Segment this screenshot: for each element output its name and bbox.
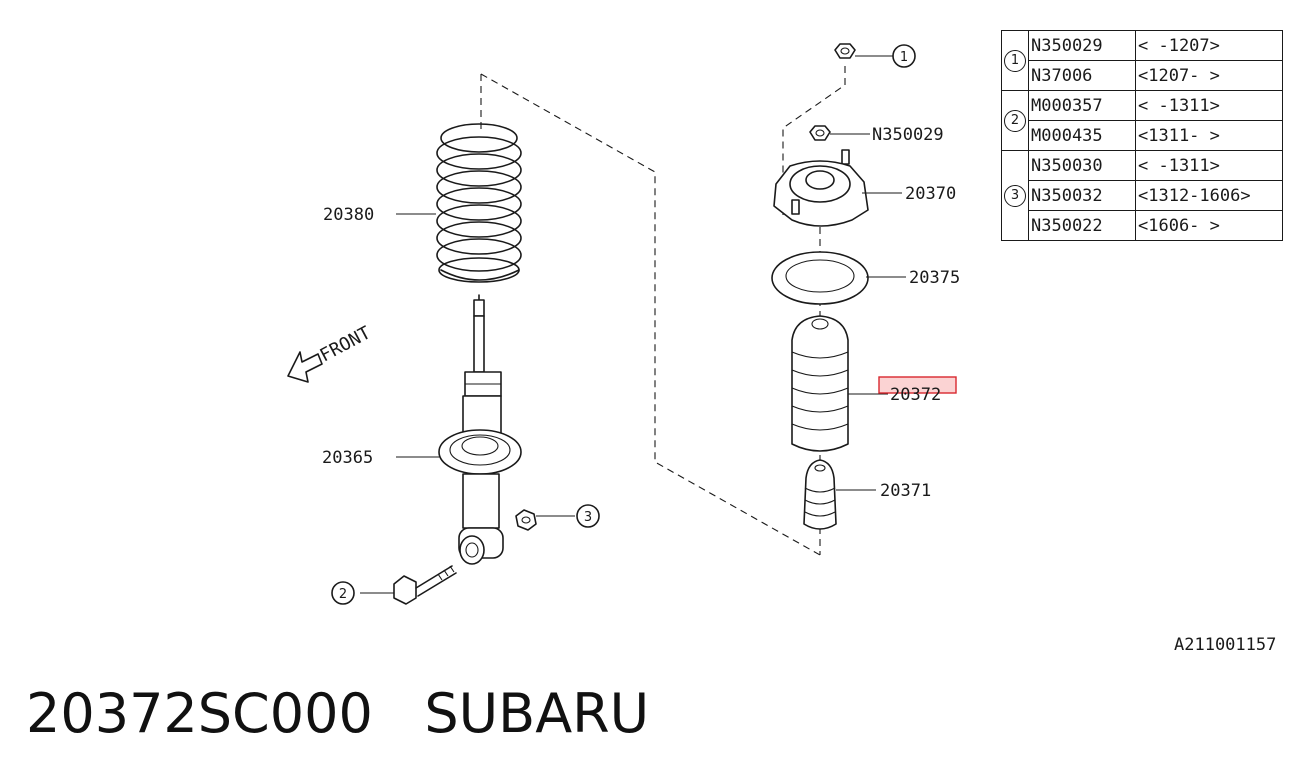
- caption-part-number: 20372SC000: [26, 682, 373, 745]
- date-range-cell: <1312-1606>: [1135, 180, 1283, 211]
- part-number-cell[interactable]: M000435: [1028, 120, 1136, 151]
- date-range-cell: < -1207>: [1135, 30, 1283, 61]
- date-range-cell: <1311- >: [1135, 120, 1283, 151]
- bump-stop[interactable]: [803, 459, 837, 530]
- label-20372[interactable]: 20372: [890, 385, 941, 405]
- strut-assembly[interactable]: [438, 294, 522, 565]
- ref-circle-2: 2: [1004, 110, 1026, 132]
- mount-nut[interactable]: [809, 125, 831, 141]
- callout-3-text: 3: [584, 510, 592, 525]
- part-number-cell[interactable]: N350032: [1028, 180, 1136, 211]
- caption-brand: SUBARU: [424, 682, 650, 745]
- ref-cell-3: 3: [1001, 150, 1029, 241]
- ref-circle-3: 3: [1004, 185, 1026, 207]
- top-nut[interactable]: [834, 43, 856, 59]
- date-range-cell: < -1311>: [1135, 150, 1283, 181]
- assembly-guide-lines: [480, 66, 846, 556]
- figure-code: A211001157: [1174, 635, 1277, 655]
- part-number-cell[interactable]: N350030: [1028, 150, 1136, 181]
- ref-circle-1: 1: [1004, 50, 1026, 72]
- strut-mount[interactable]: [773, 149, 869, 227]
- strut-nut[interactable]: [515, 509, 537, 531]
- ref-cell-2: 2: [1001, 90, 1029, 151]
- part-number-cell[interactable]: M000357: [1028, 90, 1136, 121]
- spring-seat[interactable]: [771, 251, 869, 305]
- table-row: N350022 <1606- >: [1002, 210, 1283, 241]
- date-range-cell: <1606- >: [1135, 210, 1283, 241]
- table-row: N37006 <1207- >: [1002, 60, 1283, 91]
- strut-bolt[interactable]: [393, 565, 457, 605]
- label-20380[interactable]: 20380: [323, 205, 374, 225]
- reference-table: 1 N350029 < -1207> N37006 <1207- > 2 M00…: [1001, 30, 1283, 241]
- callout-2-text: 2: [339, 587, 347, 602]
- table-row: 3 N350030 < -1311>: [1001, 150, 1283, 241]
- date-range-cell: < -1311>: [1135, 90, 1283, 121]
- front-arrow: FRONT: [287, 322, 374, 383]
- label-20375[interactable]: 20375: [909, 268, 960, 288]
- highlight-box: [878, 376, 957, 394]
- callout-1-text: 1: [900, 50, 908, 65]
- callout-1[interactable]: 1: [892, 44, 916, 68]
- table-row: M000435 <1311- >: [1002, 120, 1283, 151]
- part-number-cell[interactable]: N350029: [1028, 30, 1136, 61]
- part-number-cell[interactable]: N37006: [1028, 60, 1136, 91]
- ref-cell-1: 1: [1001, 30, 1029, 91]
- callout-2[interactable]: 2: [331, 581, 355, 605]
- table-row: N350032 <1312-1606>: [1002, 180, 1283, 211]
- callout-3[interactable]: 3: [576, 504, 600, 528]
- caption: 20372SC000 SUBARU: [26, 682, 649, 745]
- front-label: FRONT: [316, 322, 374, 366]
- date-range-cell: <1207- >: [1135, 60, 1283, 91]
- leader-lines: [360, 55, 906, 594]
- label-20371[interactable]: 20371: [880, 481, 931, 501]
- label-20370[interactable]: 20370: [905, 184, 956, 204]
- label-20365[interactable]: 20365: [322, 448, 373, 468]
- part-number-cell[interactable]: N350022: [1028, 210, 1136, 241]
- table-row: 1 N350029 < -1207>: [1001, 30, 1283, 91]
- label-n350029[interactable]: N350029: [872, 125, 944, 145]
- dust-boot[interactable]: [791, 315, 849, 452]
- table-row: 2 M000357 < -1311>: [1001, 90, 1283, 151]
- coil-spring[interactable]: [436, 123, 522, 283]
